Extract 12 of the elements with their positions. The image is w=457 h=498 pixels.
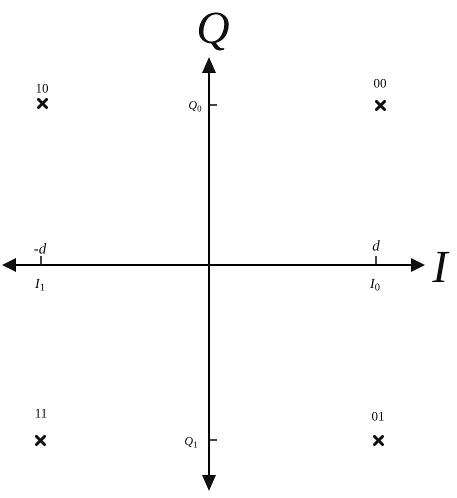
axis-label: Q: [196, 5, 230, 51]
tick-label: Q$_{1}$: [184, 435, 198, 447]
tick-label: I$_{1}$: [35, 278, 45, 292]
axis-label: I: [432, 244, 448, 290]
point-label: 00: [374, 76, 386, 90]
point-label: 11: [34, 406, 48, 420]
tick-label: -d: [34, 242, 46, 258]
point-label: 01: [372, 410, 384, 422]
tick-label: Q$_{0}$: [188, 99, 202, 111]
tick-label: I$_{0}$: [370, 278, 380, 292]
tick-label: d: [372, 240, 380, 254]
point-label: 10: [36, 82, 48, 94]
